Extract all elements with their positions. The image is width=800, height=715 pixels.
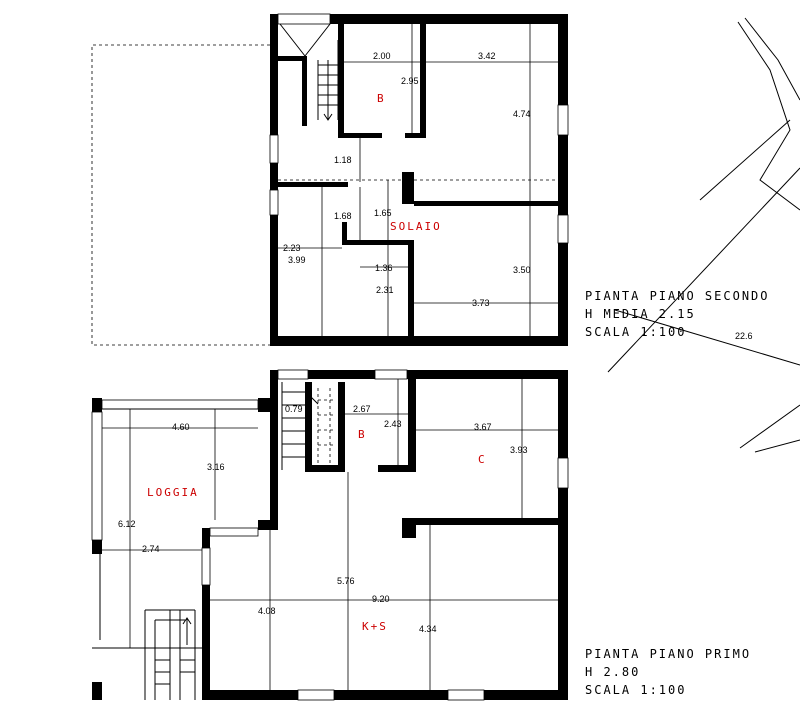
lower-dim-10: 5.76 <box>337 576 355 586</box>
upper-dim-7: 1.65 <box>374 208 392 218</box>
lower-dim-11: 4.08 <box>258 606 276 616</box>
upper-title-line-3: SCALA 1:100 <box>585 325 686 339</box>
upper-wall-right <box>558 14 568 346</box>
lower-dim-13: 4.34 <box>419 624 437 634</box>
lower-room-kitchen-living: K+S <box>362 620 388 633</box>
lower-floor-title-block: PIANTA PIANO PRIMO H 2.80 SCALA 1:100 <box>585 647 751 697</box>
lower-room-c: C <box>478 453 487 466</box>
upper-dim-13: 3.73 <box>472 298 490 308</box>
upper-floor-plan: 2.00 3.42 2.95 4.74 1.18 1.68 1.65 2.23 … <box>91 13 569 346</box>
lower-title-line-2: H 2.80 <box>585 665 640 679</box>
lower-interior-stair <box>277 369 335 470</box>
lower-dim-8: 6.12 <box>118 519 136 529</box>
upper-room-bathroom: B <box>377 92 386 105</box>
upper-dimension-lines <box>278 24 558 336</box>
site-boundary-lines: 22.6 <box>607 17 800 453</box>
lower-dim-6: 3.93 <box>510 445 528 455</box>
upper-dim-8: 2.23 <box>283 243 301 253</box>
upper-floor-title-block: PIANTA PIANO SECONDO H MEDIA 2.15 SCALA … <box>585 289 770 339</box>
upper-room-solaio: SOLAIO <box>390 220 442 233</box>
upper-dim-10: 1.36 <box>375 263 393 273</box>
lower-title-line-3: SCALA 1:100 <box>585 683 686 697</box>
lower-dim-7: 3.16 <box>207 462 225 472</box>
upper-dim-11: 2.31 <box>376 285 394 295</box>
upper-dim-1: 2.00 <box>373 51 391 61</box>
upper-title-line-1: PIANTA PIANO SECONDO <box>585 289 770 303</box>
upper-wall-top <box>270 14 568 24</box>
lower-floor-plan: 4.60 0.79 2.67 2.43 3.67 3.93 3.16 6.12 … <box>91 369 569 701</box>
upper-dim-3: 2.95 <box>401 76 419 86</box>
upper-stair <box>277 13 339 121</box>
lower-dim-9: 2.74 <box>142 544 160 554</box>
lower-room-bathroom: B <box>358 428 367 441</box>
lower-dim-12: 9.20 <box>372 594 390 604</box>
lower-title-line-1: PIANTA PIANO PRIMO <box>585 647 751 661</box>
lower-dim-3: 2.67 <box>353 404 371 414</box>
upper-dim-9: 3.99 <box>288 255 306 265</box>
lower-dim-2: 0.79 <box>285 404 303 414</box>
lower-outdoor-stair <box>144 609 196 700</box>
upper-dim-4: 4.74 <box>513 109 531 119</box>
upper-terrace-outline <box>91 44 270 346</box>
upper-wall-bottom <box>270 336 568 346</box>
lower-room-loggia: LOGGIA <box>147 486 199 499</box>
upper-title-line-2: H MEDIA 2.15 <box>585 307 696 321</box>
lower-dim-5: 3.67 <box>474 422 492 432</box>
upper-dim-2: 3.42 <box>478 51 496 61</box>
lower-dim-4: 2.43 <box>384 419 402 429</box>
upper-dim-6: 1.68 <box>334 211 352 221</box>
lower-dim-1: 4.60 <box>172 422 190 432</box>
site-dimension-label: 22.6 <box>735 331 753 341</box>
upper-dim-5: 1.18 <box>334 155 352 165</box>
upper-wall-left <box>270 14 278 346</box>
lower-dimension-lines <box>102 379 558 690</box>
upper-dim-12: 3.50 <box>513 265 531 275</box>
